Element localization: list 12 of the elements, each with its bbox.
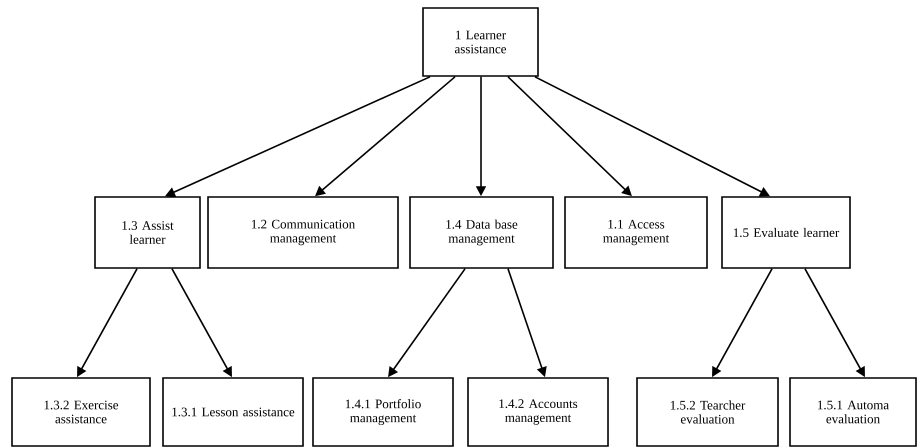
process-box: 1.5.2 Tearcher evaluation — [636, 377, 779, 447]
process-box: 1.4 Data base management — [409, 196, 554, 269]
process-box: 1.5 Evaluate learner — [721, 196, 851, 269]
process-box: 1.3.1 Lesson assistance — [162, 377, 304, 447]
process-box: 1.3 Assist learner — [94, 196, 201, 269]
process-box: 1.2 Communication management — [207, 196, 399, 269]
process-box: 1.4.2 Accounts management — [467, 377, 609, 447]
process-box: 1 Learner assistance — [422, 7, 539, 77]
process-box: 1.3.2 Exercise assistance — [11, 377, 151, 447]
process-box: 1.4.1 Portfolio management — [312, 377, 454, 447]
process-box: 1.5.1 Automa evaluation — [789, 377, 917, 447]
process-box: 1.1 Access management — [564, 196, 708, 269]
